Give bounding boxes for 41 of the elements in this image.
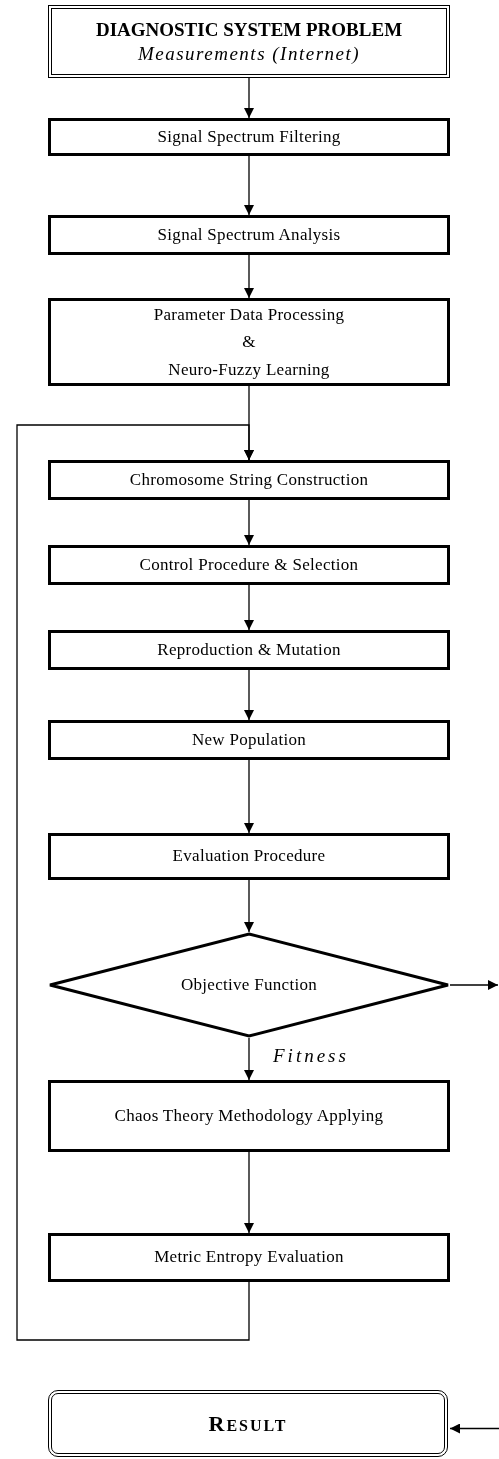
step-label: Signal Spectrum Filtering bbox=[156, 125, 342, 148]
step-label: & bbox=[241, 331, 257, 354]
arrow bbox=[244, 759, 254, 834]
step-label: Chromosome String Construction bbox=[128, 468, 370, 491]
process-box bbox=[48, 720, 450, 760]
arrow bbox=[244, 879, 254, 933]
arrow bbox=[244, 77, 254, 119]
process-box bbox=[48, 460, 450, 500]
process-box bbox=[48, 1233, 450, 1282]
arrow bbox=[244, 669, 254, 721]
decision-label: Objective Function bbox=[180, 975, 318, 995]
process-box bbox=[48, 298, 450, 386]
arrow bbox=[449, 980, 499, 990]
step-label: Metric Entropy Evaluation bbox=[153, 1246, 345, 1269]
process-box bbox=[48, 215, 450, 255]
arrow bbox=[244, 1037, 254, 1081]
subtitle-text: Measurements (Internet) bbox=[137, 41, 361, 66]
process-box bbox=[48, 630, 450, 670]
result-box bbox=[48, 1390, 448, 1457]
step-label: Control Procedure & Selection bbox=[138, 553, 360, 576]
step-label: Chaos Theory Methodology Applying bbox=[113, 1104, 385, 1127]
process-box bbox=[48, 545, 450, 585]
step-label: Reproduction & Mutation bbox=[156, 638, 342, 661]
arrow bbox=[16, 424, 254, 1341]
arrow bbox=[244, 155, 254, 216]
arrow bbox=[449, 1423, 499, 1434]
process-box bbox=[48, 1080, 450, 1152]
process-box bbox=[48, 118, 450, 156]
step-label: Evaluation Procedure bbox=[171, 845, 327, 868]
arrow bbox=[244, 499, 254, 546]
arrow bbox=[244, 254, 254, 299]
arrow bbox=[244, 584, 254, 631]
process-box bbox=[48, 833, 450, 880]
result-text: RESULT bbox=[208, 1410, 288, 1437]
step-label: Neuro-Fuzzy Learning bbox=[167, 358, 331, 381]
step-label: New Population bbox=[190, 728, 308, 751]
title-text: DIAGNOSTIC SYSTEM PROBLEM bbox=[95, 17, 403, 42]
step-label: Parameter Data Processing bbox=[152, 304, 346, 327]
step-label: Signal Spectrum Analysis bbox=[156, 223, 342, 246]
start-box bbox=[48, 5, 450, 78]
arrow bbox=[244, 1151, 254, 1234]
